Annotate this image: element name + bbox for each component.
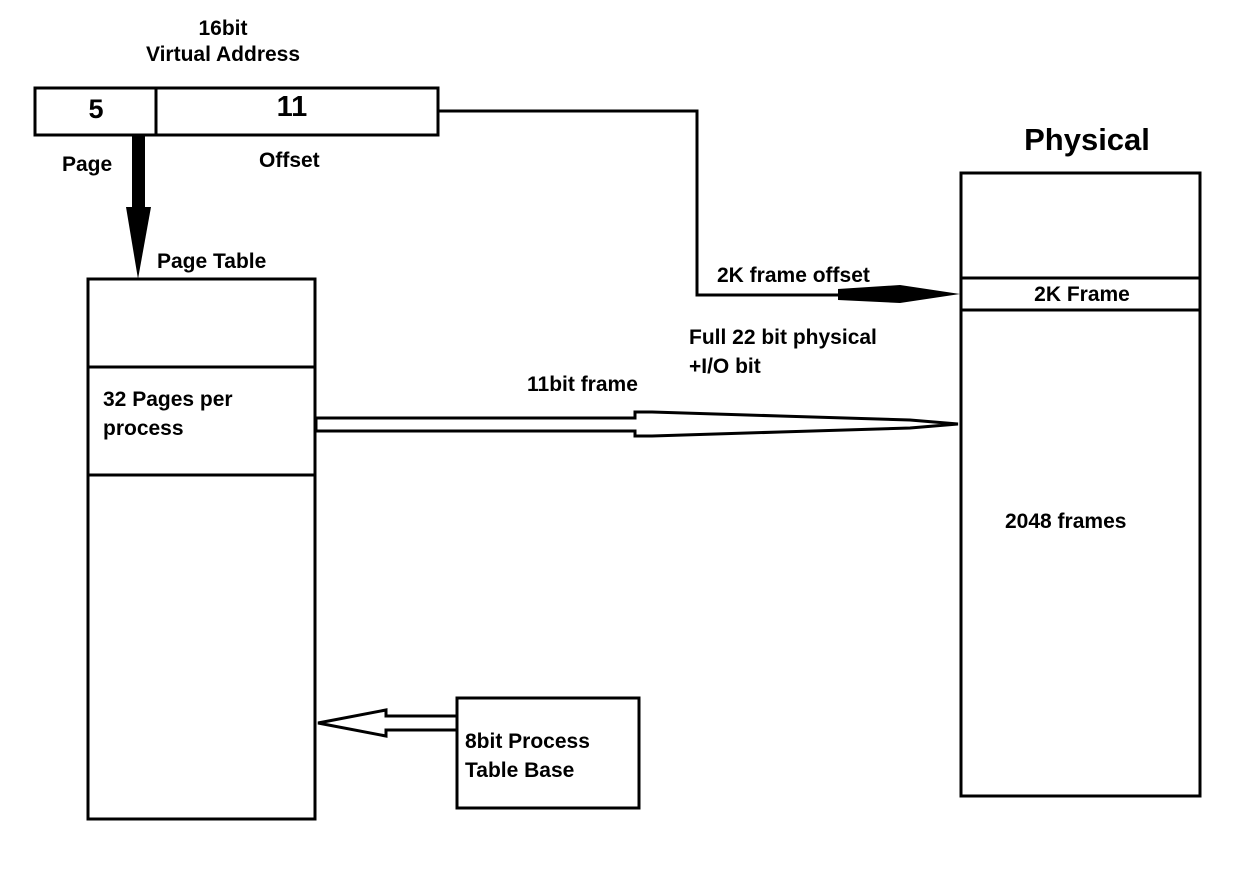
offset-bits-value: 11 (276, 91, 308, 123)
frames-count-label: 2048 frames (1005, 510, 1127, 533)
full-physical-label: Full 22 bit physical +I/O bit (689, 323, 877, 381)
frame-offset-label: 2K frame offset (717, 264, 870, 287)
process-table-base-arrow (317, 708, 459, 738)
page-table-entry-line1: 32 Pages per (103, 388, 233, 411)
offset-connector (438, 109, 840, 297)
virtual-address-title-line1: 16bit (198, 17, 248, 40)
page-table-entry-line2: process (103, 417, 184, 440)
process-table-base-label: 8bit Process Table Base (465, 727, 590, 785)
frame-bits-label: 11bit frame (527, 373, 638, 396)
frame-label: 2K Frame (1034, 283, 1130, 306)
frame-number-arrow (314, 410, 959, 438)
full-physical-line2: +I/O bit (689, 355, 761, 378)
frame-offset-arrow-head (838, 285, 960, 303)
virtual-address-title: 16bit Virtual Address (105, 14, 341, 69)
physical-memory-box (959, 171, 1202, 798)
page-arrow-shaft (132, 135, 145, 207)
physical-title: Physical (1024, 122, 1150, 157)
full-physical-line1: Full 22 bit physical (689, 326, 877, 349)
process-table-base-box (455, 696, 641, 810)
page-field-label: Page (62, 153, 113, 176)
offset-field-label: Offset (259, 149, 320, 172)
page-table-entry-label: 32 Pages per process (103, 385, 233, 443)
page-table-box (86, 277, 317, 821)
page-arrow-head (126, 207, 151, 279)
page-bits-value: 5 (88, 94, 104, 124)
process-table-base-line1: 8bit Process (465, 730, 590, 753)
virtual-address-title-line2: Virtual Address (145, 43, 301, 66)
page-table-title: Page Table (157, 250, 267, 273)
process-table-base-line2: Table Base (465, 759, 575, 782)
virtual-address-register (33, 86, 440, 137)
